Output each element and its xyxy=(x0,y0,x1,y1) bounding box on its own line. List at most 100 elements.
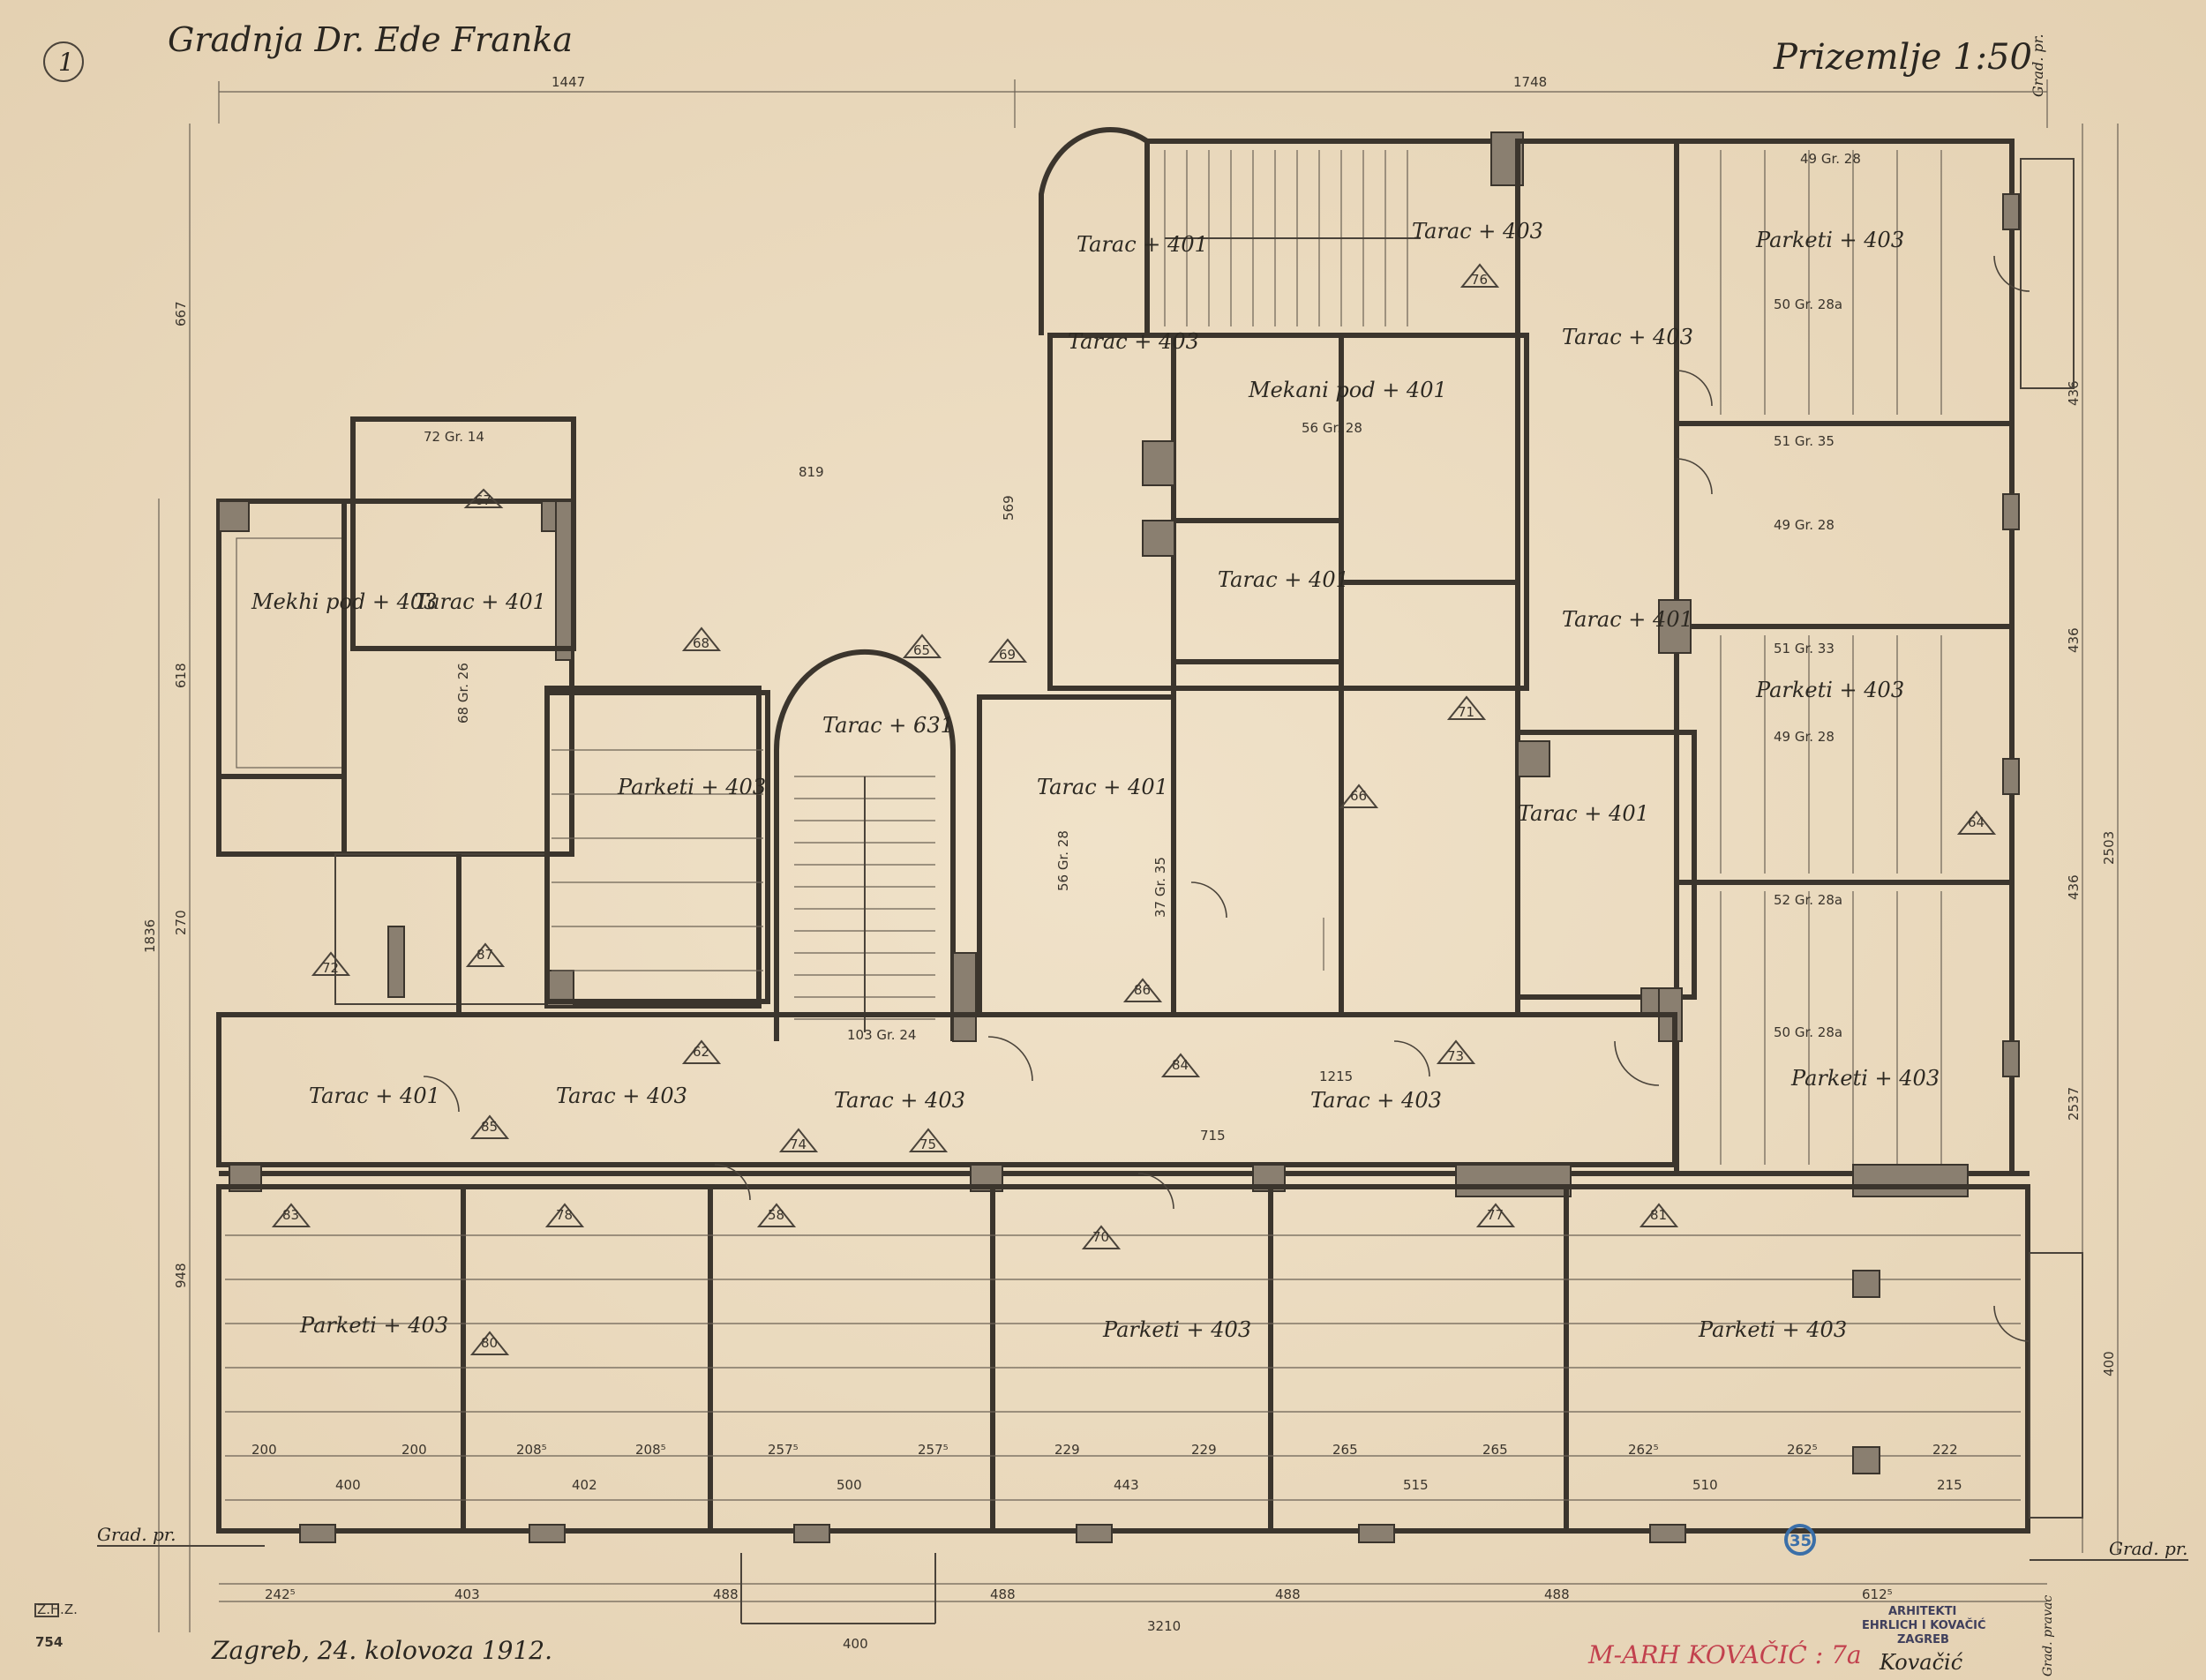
svg-text:69: 69 xyxy=(999,647,1016,663)
dim-width: 262⁵ xyxy=(1628,1442,1659,1458)
room-label: Parketi + 403 xyxy=(1790,1066,1940,1091)
dim-width: 222 xyxy=(1932,1442,1958,1458)
room-label: Tarac + 401 xyxy=(309,1084,440,1108)
door-tag: 76 xyxy=(1459,263,1500,288)
beam-note: 51 Gr. 35 xyxy=(1774,433,1835,449)
door-tag: 64 xyxy=(1956,810,1997,835)
door-tag: 67 xyxy=(463,488,504,508)
grad-pr-top-right: Grad. pr. xyxy=(2030,34,2046,97)
svg-text:87: 87 xyxy=(476,947,493,963)
room-label: Mekhi pod + 403 xyxy=(251,589,437,614)
door-tag: 62 xyxy=(681,1039,722,1064)
dim-top-right: 1748 xyxy=(1513,74,1547,90)
room-label: Mekani pod + 401 xyxy=(1248,378,1447,402)
dim-width: 229 xyxy=(1054,1442,1080,1458)
door-tag: 72 xyxy=(311,951,351,976)
dim-bottom-400: 400 xyxy=(843,1636,868,1652)
room-label: Tarac + 401 xyxy=(1037,775,1168,799)
stamp-line-3: ZAGREB xyxy=(1897,1633,1949,1646)
door-tag: 87 xyxy=(465,942,506,967)
sheet-header: 1 Gradnja Dr. Ede Franka Prizemlje 1:50 … xyxy=(43,20,2046,97)
beam-notes: 49 Gr. 28 50 Gr. 28a 51 Gr. 35 49 Gr. 28… xyxy=(424,151,1861,1043)
archive-number: 754 xyxy=(35,1634,63,1650)
grad-pr-right: Grad. pr. xyxy=(2109,1538,2188,1559)
floor-boards-front xyxy=(225,1234,2021,1501)
beam-note: 56 Gr. 28 xyxy=(1055,830,1071,891)
door-tag: 65 xyxy=(902,634,942,658)
room-label: Parketi + 403 xyxy=(1102,1317,1251,1342)
dim-width: 200 xyxy=(401,1442,427,1458)
door-tag: 66 xyxy=(1339,784,1379,808)
door-tag: 58 xyxy=(756,1203,797,1227)
door-tag: 75 xyxy=(908,1128,949,1152)
dim-corridor: 715 xyxy=(1200,1128,1226,1144)
room-label: Tarac + 401 xyxy=(1077,232,1208,257)
room-label: Parketi + 403 xyxy=(1755,228,1904,252)
dim-right-2503: 2503 xyxy=(2101,831,2117,865)
door-tags: 67 68 65 69 71 72 73 74 75 76 77 78 80 8… xyxy=(271,263,1997,1355)
room-label: Tarac + 403 xyxy=(1412,219,1543,244)
dim-width: 515 xyxy=(1403,1477,1429,1493)
door-tag: 68 xyxy=(681,626,722,651)
room-label: Tarac + 401 xyxy=(1218,567,1349,592)
drawing-title: Gradnja Dr. Ede Franka xyxy=(168,20,573,59)
bottom-annotations: Grad. pr. Grad. pr. Grad. pravac Zagreb,… xyxy=(34,1524,2188,1676)
beam-note: 68 Gr. 26 xyxy=(455,663,471,724)
svg-text:78: 78 xyxy=(556,1207,573,1223)
grad-pravac-right: Grad. pravac xyxy=(2041,1595,2055,1676)
door-tag: 78 xyxy=(544,1203,585,1227)
dim-width: 257⁵ xyxy=(918,1442,949,1458)
svg-text:68: 68 xyxy=(693,635,709,651)
dim-bottom-6: 488 xyxy=(1544,1586,1570,1602)
svg-text:80: 80 xyxy=(481,1335,498,1351)
room-label: Tarac + 401 xyxy=(1562,607,1693,632)
door-tag: 71 xyxy=(1446,695,1487,720)
svg-text:72: 72 xyxy=(322,960,339,976)
room-label: Tarac + 403 xyxy=(1310,1088,1442,1113)
room-label: Parketi + 403 xyxy=(1755,678,1904,702)
dim-right-436c: 436 xyxy=(2066,874,2082,900)
beam-note: 72 Gr. 14 xyxy=(424,429,484,445)
svg-text:58: 58 xyxy=(768,1207,784,1223)
dim-width: 262⁵ xyxy=(1787,1442,1818,1458)
svg-text:66: 66 xyxy=(1350,788,1367,804)
stamp-signature: Kovačić xyxy=(1879,1650,1963,1675)
dim-width: 257⁵ xyxy=(768,1442,799,1458)
blue-seal xyxy=(1784,1524,1816,1556)
beam-note: 51 Gr. 33 xyxy=(1774,641,1835,656)
dim-bottom-4: 488 xyxy=(990,1586,1016,1602)
dim-width: 510 xyxy=(1692,1477,1718,1493)
sheet-number: 1 xyxy=(58,48,74,77)
dim-width: 443 xyxy=(1114,1477,1139,1493)
beam-note: 56 Gr. 28 xyxy=(1302,420,1362,436)
floor-boards-left xyxy=(552,749,763,971)
room-label: Parketi + 403 xyxy=(299,1313,448,1338)
dim-width: 500 xyxy=(837,1477,862,1493)
svg-text:70: 70 xyxy=(1092,1229,1109,1245)
dim-bottom-1: 242⁵ xyxy=(265,1586,296,1602)
floor-and-scale: Prizemlje 1:50 xyxy=(1773,37,2032,78)
sheet-number-circle xyxy=(43,41,84,82)
dim-bottom-5: 488 xyxy=(1275,1586,1301,1602)
door-swings xyxy=(423,255,2030,1342)
door-tag: 85 xyxy=(469,1114,510,1139)
dim-left-lower: 948 xyxy=(173,1263,189,1288)
door-tag: 80 xyxy=(469,1331,510,1355)
dim-left-upper: 667 xyxy=(173,301,189,326)
dim-width: 208⁵ xyxy=(635,1442,666,1458)
beam-note: 50 Gr. 28a xyxy=(1774,1024,1842,1040)
room-label: Tarac + 631 xyxy=(822,713,954,738)
dim-width: 215 xyxy=(1937,1477,1962,1493)
stamp-line-2: EHRLICH I KOVAČIĆ xyxy=(1862,1618,1986,1632)
room-label: Tarac + 401 xyxy=(1518,801,1649,826)
stair-top xyxy=(1164,150,1421,326)
door-tag: 84 xyxy=(1160,1053,1201,1077)
grad-pr-left: Grad. pr. xyxy=(97,1524,176,1545)
beam-note: 50 Gr. 28a xyxy=(1774,296,1842,312)
svg-text:83: 83 xyxy=(282,1207,299,1223)
room-label: Parketi + 403 xyxy=(1698,1317,1847,1342)
svg-text:85: 85 xyxy=(481,1119,498,1135)
dim-corridor: 1215 xyxy=(1319,1069,1353,1084)
front-width-dims: 200 200 208⁵ 208⁵ 257⁵ 257⁵ 229 229 265 … xyxy=(251,1069,1962,1493)
room-label: Tarac + 403 xyxy=(1068,329,1199,354)
